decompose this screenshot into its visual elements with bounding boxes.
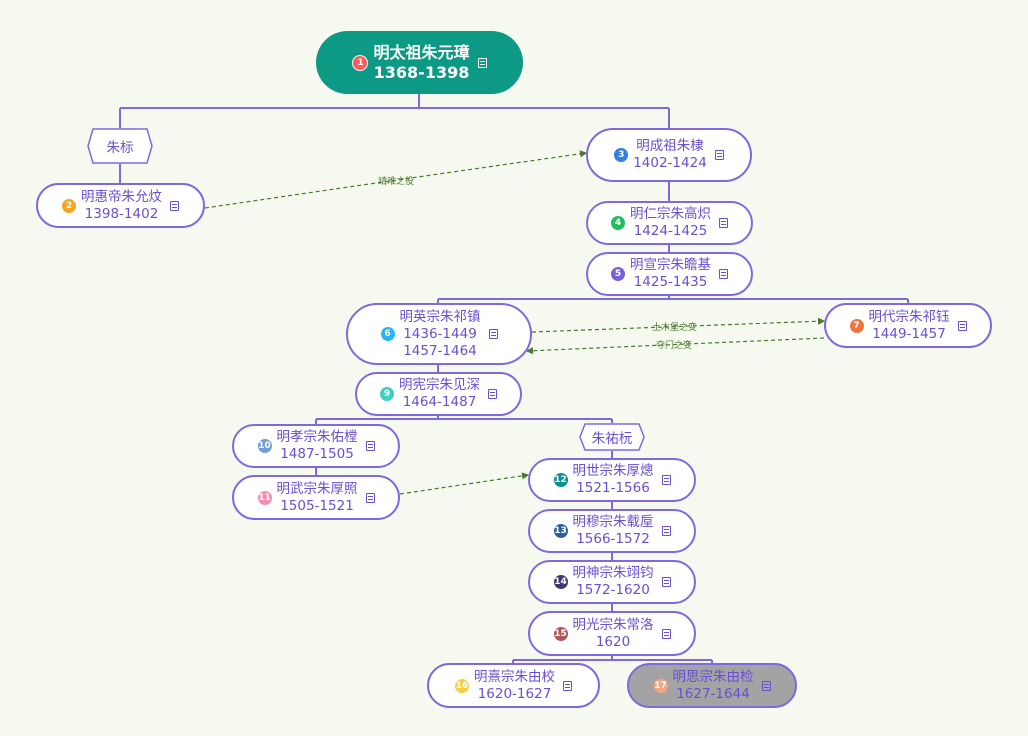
- order-badge: 10: [257, 439, 272, 453]
- node-years: 1521-1566: [576, 480, 650, 496]
- note-icon[interactable]: [661, 475, 671, 485]
- node-years: 1487-1505: [280, 446, 354, 462]
- order-badge: 4: [611, 216, 625, 230]
- note-icon[interactable]: [365, 441, 375, 451]
- node-years: 1449-1457: [872, 325, 946, 342]
- connector-e5-children: [437, 296, 909, 303]
- node-years: 1627-1644: [676, 685, 750, 702]
- note-icon[interactable]: [365, 492, 375, 503]
- order-badge: 5: [611, 267, 625, 281]
- node-years: 1566-1572: [576, 531, 650, 547]
- connector-e15-children: [512, 656, 713, 663]
- node-years: 1424-1425: [633, 223, 708, 239]
- note-icon[interactable]: [661, 526, 671, 536]
- branch-label-zhubiao[interactable]: 朱标: [87, 128, 153, 164]
- node-title: 明思宗朱由检: [672, 668, 754, 685]
- order-badge: 11: [257, 490, 272, 505]
- connector-root-children: [119, 94, 670, 128]
- node-years: 1436-1449: [403, 325, 477, 342]
- note-icon[interactable]: [488, 389, 497, 399]
- node-emperor-6[interactable]: 6 明英宗朱祁镇 1436-1449 1457-1464: [346, 303, 532, 365]
- node-title: 明成祖朱棣: [636, 138, 704, 154]
- node-title: 明惠帝朱允炆: [81, 188, 162, 205]
- node-title: 明孝宗朱佑樘: [276, 429, 358, 445]
- node-title: 明代宗朱祁钰: [868, 308, 950, 325]
- relation-label-r3: 夺门之变: [656, 339, 692, 351]
- node-title: 明英宗朱祁镇: [399, 308, 481, 325]
- node-years: 1464-1487: [402, 394, 477, 410]
- node-title: 明仁宗朱高炽: [630, 206, 711, 222]
- note-icon[interactable]: [563, 680, 572, 691]
- node-title: 明宪宗朱见深: [399, 377, 480, 393]
- note-icon[interactable]: [661, 628, 671, 639]
- node-years: 1620-1627: [477, 685, 552, 702]
- note-icon[interactable]: [719, 269, 728, 279]
- relation-label-r1: 靖难之役: [378, 175, 414, 187]
- node-years: 1398-1402: [84, 205, 159, 222]
- node-years: 1620: [595, 633, 631, 650]
- note-icon[interactable]: [488, 329, 498, 339]
- order-badge: 14: [553, 575, 568, 589]
- order-badge: 16: [455, 678, 469, 693]
- node-title: 明太祖朱元璋: [373, 42, 470, 62]
- order-badge: 13: [553, 524, 568, 538]
- node-title: 明宣宗朱瞻基: [630, 257, 711, 273]
- node-years: 1368-1398: [373, 62, 470, 82]
- node-years: 1505-1521: [280, 497, 354, 514]
- order-badge: 6: [380, 327, 395, 341]
- node-years-restored: 1457-1464: [403, 342, 477, 359]
- relation-arrow-wuzong-shizong: [399, 472, 530, 495]
- order-badge: 12: [553, 473, 568, 487]
- node-title: 明世宗朱厚熜: [572, 463, 654, 479]
- branch-label-zhuyouyuan[interactable]: 朱祐杬: [579, 423, 645, 451]
- node-years: 1572-1620: [576, 582, 650, 598]
- order-badge: 9: [380, 387, 394, 401]
- note-icon[interactable]: [477, 57, 487, 68]
- note-icon[interactable]: [661, 577, 671, 587]
- order-badge: 7: [849, 318, 864, 333]
- order-badge: 17: [653, 678, 668, 693]
- order-badge: 3: [614, 148, 629, 162]
- note-icon[interactable]: [957, 320, 967, 331]
- node-years: 1425-1435: [633, 274, 708, 290]
- node-title: 明武宗朱厚照: [276, 480, 358, 497]
- note-icon[interactable]: [761, 680, 771, 691]
- node-years: 1402-1424: [633, 155, 707, 171]
- note-icon[interactable]: [714, 150, 724, 160]
- node-title: 明穆宗朱载垕: [572, 514, 654, 530]
- relation-arrow-duomen: [525, 337, 825, 355]
- note-icon[interactable]: [170, 200, 179, 211]
- relation-arrow-jingnan: [204, 150, 588, 209]
- node-title: 明神宗朱翊钧: [572, 565, 654, 581]
- order-badge: 15: [553, 626, 568, 641]
- node-root[interactable]: 1 明太祖朱元璋 1368-1398: [316, 31, 523, 94]
- node-title: 明光宗朱常洛: [572, 616, 654, 633]
- order-badge: 2: [62, 198, 76, 213]
- note-icon[interactable]: [719, 218, 728, 228]
- relation-label-r2: 土木堡之变: [652, 321, 697, 333]
- order-badge: 1: [352, 54, 369, 71]
- node-title: 明熹宗朱由校: [474, 668, 555, 685]
- connector-e9-children: [315, 416, 613, 424]
